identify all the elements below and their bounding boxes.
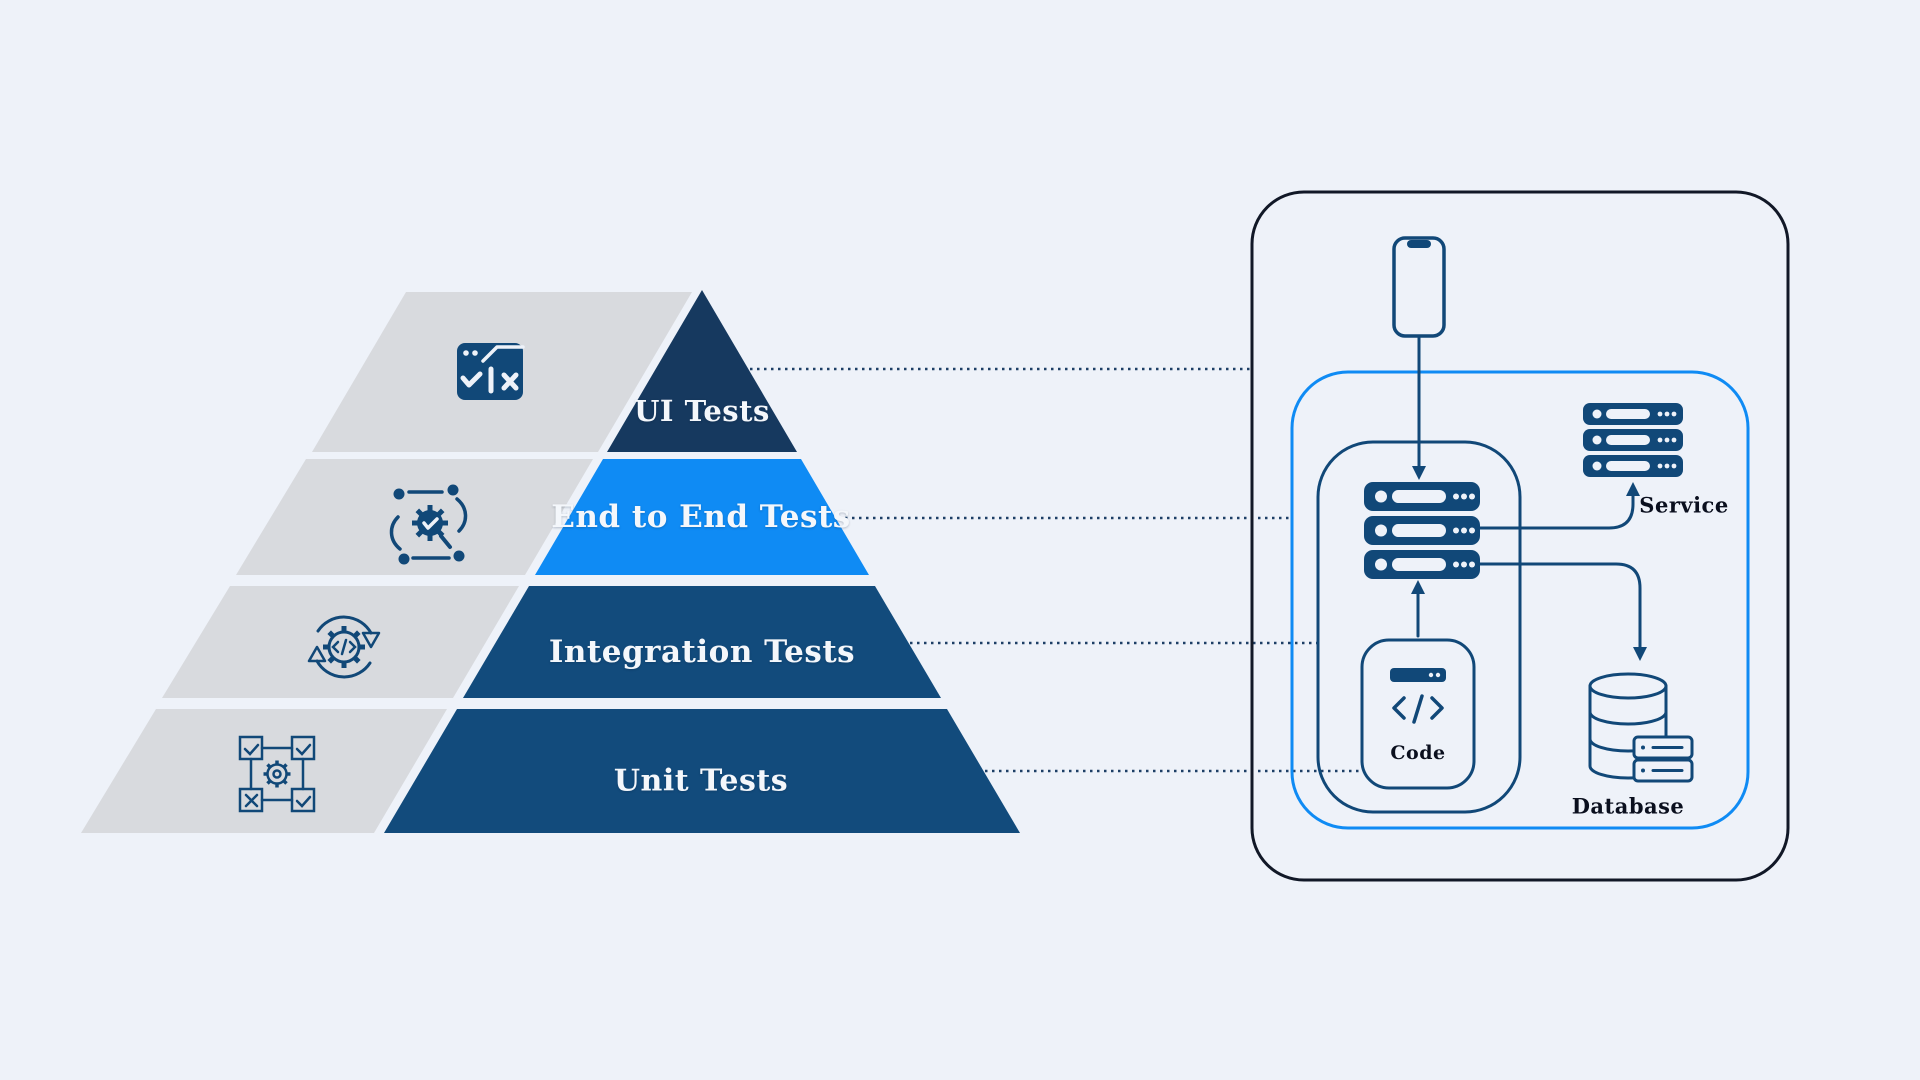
e2e-boundary-box xyxy=(1290,370,1750,830)
code-to-server-arrow xyxy=(1411,580,1425,638)
unit-tests-label: Unit Tests xyxy=(613,763,789,799)
server-to-service-arrow xyxy=(1478,482,1640,530)
pyramid-gray-band-4 xyxy=(81,709,447,833)
sync-gear-icon xyxy=(307,615,381,679)
database-icon xyxy=(1588,672,1694,783)
pyramid-level-unit-tests xyxy=(384,709,1020,833)
pyramid-level-ui-tests xyxy=(607,290,797,452)
service-server-stack-icon xyxy=(1583,403,1683,477)
device-boundary-box xyxy=(1250,190,1790,882)
service-label: Service xyxy=(1639,492,1729,518)
code-box xyxy=(1360,638,1476,790)
code-label: Code xyxy=(1390,742,1446,764)
browser-test-icon xyxy=(457,343,525,400)
ui-tests-label: UI Tests xyxy=(634,394,770,428)
server-to-database-arrow xyxy=(1478,562,1647,661)
pyramid-gray-band-3 xyxy=(162,586,519,698)
automation-flow-icon xyxy=(389,484,468,565)
app-server-stack-icon xyxy=(1364,482,1480,579)
mobile-phone-icon xyxy=(1392,236,1446,338)
e2e-tests-label: End to End Tests xyxy=(551,499,851,535)
database-label: Database xyxy=(1571,793,1685,819)
pyramid-level-integration-tests xyxy=(463,586,941,698)
pyramid-level-e2e-tests xyxy=(535,459,869,575)
pyramid-gray-band-2 xyxy=(236,459,593,575)
unit-grid-icon xyxy=(238,735,316,813)
integration-tests-label: Integration Tests xyxy=(548,634,856,670)
code-icon xyxy=(1390,668,1446,724)
phone-to-server-arrow xyxy=(1412,336,1426,480)
